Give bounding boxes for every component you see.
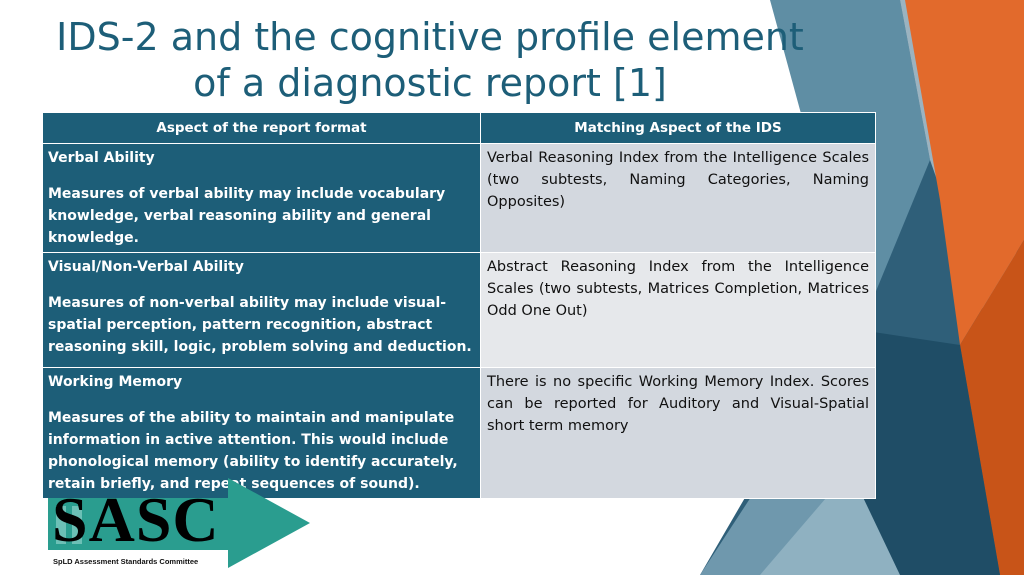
aspect-cell: Verbal Ability Measures of verbal abilit… [42,143,481,253]
table-row: Verbal Ability Measures of verbal abilit… [42,143,876,253]
table-header-row: Aspect of the report format Matching Asp… [42,112,876,144]
ids-match-cell: There is no specific Working Memory Inde… [480,367,876,499]
aspect-cell: Visual/Non-Verbal Ability Measures of no… [42,252,481,368]
aspect-title: Verbal Ability [48,150,155,166]
logo-wordmark: SASC [52,484,220,555]
table-row: Working Memory Measures of the ability t… [42,367,876,499]
table-row: Visual/Non-Verbal Ability Measures of no… [42,252,876,368]
ids-match-cell: Verbal Reasoning Index from the Intellig… [480,143,876,253]
aspect-description: Measures of non-verbal ability may inclu… [48,295,472,355]
ids-match-cell: Abstract Reasoning Index from the Intell… [480,252,876,368]
column-header-ids-aspect: Matching Aspect of the IDS [480,112,876,144]
aspect-title: Visual/Non-Verbal Ability [48,259,244,275]
column-header-report-format: Aspect of the report format [42,112,481,144]
slide-title: IDS-2 and the cognitive profile element … [56,15,804,105]
logo-caption: SpLD Assessment Standards Committee [53,557,199,566]
comparison-table: Aspect of the report format Matching Asp… [42,112,876,499]
sasc-logo-arrow [48,478,310,568]
aspect-title: Working Memory [48,374,183,390]
aspect-description: Measures of verbal ability may include v… [48,186,446,246]
